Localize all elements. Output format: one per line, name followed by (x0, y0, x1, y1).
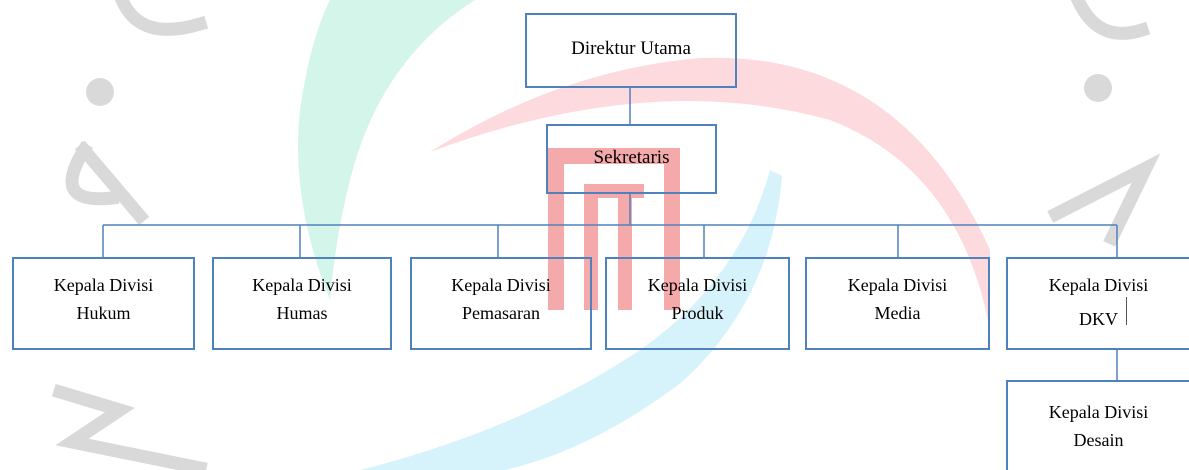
node-division-name: Produk (671, 303, 724, 323)
node-division-humas: Kepala Divisi Humas (212, 257, 392, 350)
node-subdivision-title: Kepala Divisi (1048, 402, 1149, 422)
node-division-title: Kepala Divisi (451, 275, 551, 295)
watermark-lettering (51, 0, 1161, 470)
node-director: Direktur Utama (525, 13, 737, 88)
node-division-title: Kepala Divisi (1048, 275, 1149, 295)
node-division-title: Kepala Divisi (53, 275, 154, 295)
node-secretary: Sekretaris (546, 124, 717, 194)
watermark-dot-left (86, 78, 114, 106)
watermark-cyan-arc (360, 170, 782, 470)
watermark-dot-right (1084, 74, 1112, 102)
node-division-title: Kepala Divisi (647, 275, 748, 295)
text-cursor (1126, 297, 1127, 325)
node-division-name: DKV (1079, 309, 1118, 329)
node-division-produk: Kepala Divisi Produk (605, 257, 790, 350)
node-division-hukum: Kepala Divisi Hukum (12, 257, 195, 350)
node-secretary-label: Sekretaris (593, 146, 670, 168)
watermark-pink-arc (430, 57, 990, 330)
node-division-name: Pemasaran (462, 303, 540, 323)
node-division-dkv: Kepala Divisi DKV (1006, 257, 1189, 350)
node-division-media: Kepala Divisi Media (805, 257, 990, 350)
node-division-name: Media (874, 303, 921, 323)
node-division-title: Kepala Divisi (847, 275, 948, 295)
watermark-mint-arc (298, 0, 475, 300)
node-division-name: Hukum (76, 303, 131, 323)
node-division-pemasaran: Kepala Divisi Pemasaran (410, 257, 592, 350)
node-director-label: Direktur Utama (571, 38, 691, 59)
watermark-m-logo (548, 148, 680, 310)
node-subdivision-desain: Kepala Divisi Desain (1006, 380, 1189, 470)
node-division-name: Humas (276, 303, 328, 323)
node-subdivision-name: Desain (1073, 430, 1124, 450)
node-division-title: Kepala Divisi (252, 275, 352, 295)
